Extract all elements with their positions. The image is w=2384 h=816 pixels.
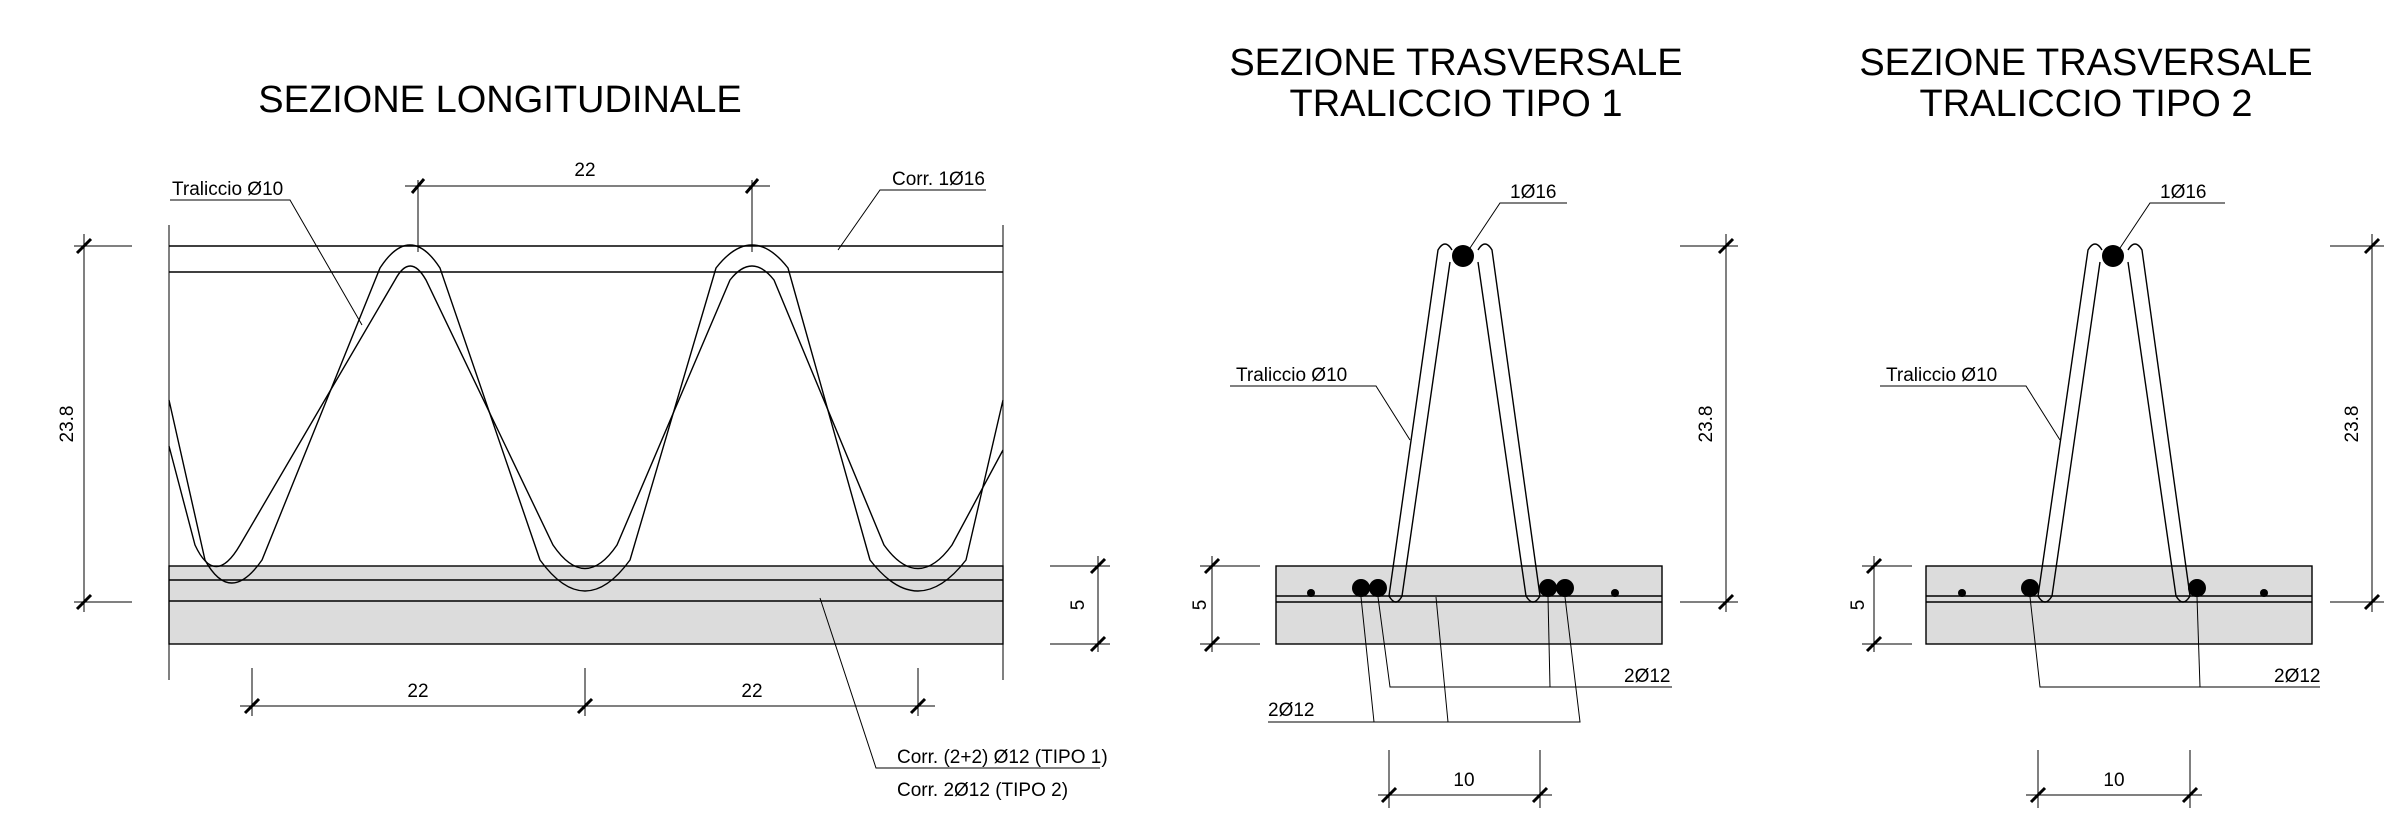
longitudinal-title: SEZIONE LONGITUDINALE — [258, 79, 742, 121]
bottom-bar-12 — [1352, 579, 1370, 597]
dim-tick — [1717, 593, 1735, 611]
leader — [1230, 385, 1411, 441]
transverse-1-truss-legs — [1388, 261, 1541, 603]
transverse-2-title-line2: TRALICCIO TIPO 2 — [1920, 83, 2253, 125]
slab-mesh-dot — [2260, 589, 2268, 597]
longitudinal-concrete-slab — [168, 565, 1004, 645]
dim-tick — [1865, 557, 1883, 575]
top-bar-16 — [2102, 245, 2124, 267]
bottom-bar-12 — [1369, 579, 1387, 597]
truss-leader — [170, 199, 363, 326]
longitudinal-top-bar-label: Corr. 1Ø16 — [892, 169, 985, 190]
leader — [1469, 202, 1567, 249]
leader — [2119, 202, 2225, 249]
transverse-1-truss-label: Traliccio Ø10 — [1236, 365, 1347, 386]
transverse-2-truss-label: Traliccio Ø10 — [1886, 365, 1997, 386]
transverse-1-bars-right-label: 2Ø12 — [1624, 666, 1670, 687]
dim-tick — [1203, 635, 1221, 653]
dim-tick — [909, 697, 927, 715]
dim-tick — [75, 237, 93, 255]
slab-mesh-dot — [1958, 589, 1966, 597]
transverse-2-truss-legs — [2037, 261, 2191, 603]
leader — [1268, 596, 1581, 723]
slab-mesh-dot — [1307, 589, 1315, 597]
leader — [2196, 596, 2201, 688]
transverse-1-top-bar-label: 1Ø16 — [1510, 182, 1556, 203]
transverse-2-bars-label: 2Ø12 — [2274, 666, 2320, 687]
dim-top-value: 22 — [574, 160, 595, 181]
bottom-bar-12 — [2021, 579, 2039, 597]
bottom-bars-label-1: Corr. (2+2) Ø12 (TIPO 1) — [897, 747, 1108, 768]
leader — [1547, 596, 1551, 688]
longitudinal-truss-label: Traliccio Ø10 — [172, 179, 283, 200]
transverse-2-truss-outer — [2037, 243, 2191, 597]
leader — [1880, 385, 2061, 441]
top-bar-16 — [1452, 245, 1474, 267]
transverse-section-type-2: SEZIONE TRASVERSALE TRALICCIO TIPO 2 1Ø1… — [1848, 42, 2384, 808]
transverse-1-dim-height: 23.8 — [1696, 406, 1717, 443]
bottom-bar-12 — [1539, 579, 1557, 597]
bottom-bars-leader — [819, 597, 1100, 769]
leader — [1435, 596, 1449, 723]
bottom-bar-12 — [2188, 579, 2206, 597]
dim-tick — [2363, 593, 2381, 611]
transverse-1-dim-slab: 5 — [1190, 600, 1211, 611]
transverse-section-type-1: SEZIONE TRASVERSALE TRALICCIO TIPO 1 1Ø1… — [1190, 42, 1738, 808]
dim-tick — [2029, 786, 2047, 804]
dim-height-value: 23.8 — [57, 406, 78, 443]
transverse-1-title-line2: TRALICCIO TIPO 1 — [1290, 83, 1623, 125]
leader — [1360, 596, 1375, 723]
transverse-1-truss-outer — [1388, 243, 1541, 597]
transverse-2-top-bar-label: 1Ø16 — [2160, 182, 2206, 203]
transverse-1-title-line1: SEZIONE TRASVERSALE — [1229, 42, 1682, 84]
dim-tick — [1089, 557, 1107, 575]
transverse-1-dim-width: 10 — [1453, 770, 1474, 791]
dim-slab-value: 5 — [1068, 600, 1089, 611]
bottom-bar-12 — [1556, 579, 1574, 597]
dim-tick — [2181, 786, 2199, 804]
transverse-2-dim-height: 23.8 — [2342, 406, 2363, 443]
leader — [2029, 596, 2320, 688]
leader — [1377, 596, 1672, 688]
top-bar-leader — [837, 189, 986, 251]
dim-bottom-left-value: 22 — [407, 681, 428, 702]
dim-tick — [1380, 786, 1398, 804]
transverse-2-dim-slab: 5 — [1848, 600, 1869, 611]
transverse-1-concrete-slab — [1275, 565, 1663, 645]
transverse-2-title-line1: SEZIONE TRASVERSALE — [1859, 42, 2312, 84]
dim-tick — [75, 593, 93, 611]
slab-mesh-dot — [1611, 589, 1619, 597]
transverse-2-concrete-slab — [1925, 565, 2313, 645]
dim-tick — [1203, 557, 1221, 575]
transverse-2-dim-width: 10 — [2103, 770, 2124, 791]
dim-tick — [1717, 237, 1735, 255]
dim-bottom-right-value: 22 — [741, 681, 762, 702]
dim-tick — [243, 697, 261, 715]
dim-tick — [1089, 635, 1107, 653]
dim-tick — [576, 697, 594, 715]
truss-outer-line — [168, 244, 1004, 592]
dim-tick — [1531, 786, 1549, 804]
transverse-1-bars-left-label: 2Ø12 — [1268, 700, 1314, 721]
longitudinal-section: SEZIONE LONGITUDINALE Traliccio Ø10 Corr… — [57, 79, 1110, 801]
bottom-bars-label-2: Corr. 2Ø12 (TIPO 2) — [897, 780, 1068, 801]
dim-tick — [1865, 635, 1883, 653]
dim-tick — [2363, 237, 2381, 255]
truss-inner-line — [168, 265, 1004, 570]
